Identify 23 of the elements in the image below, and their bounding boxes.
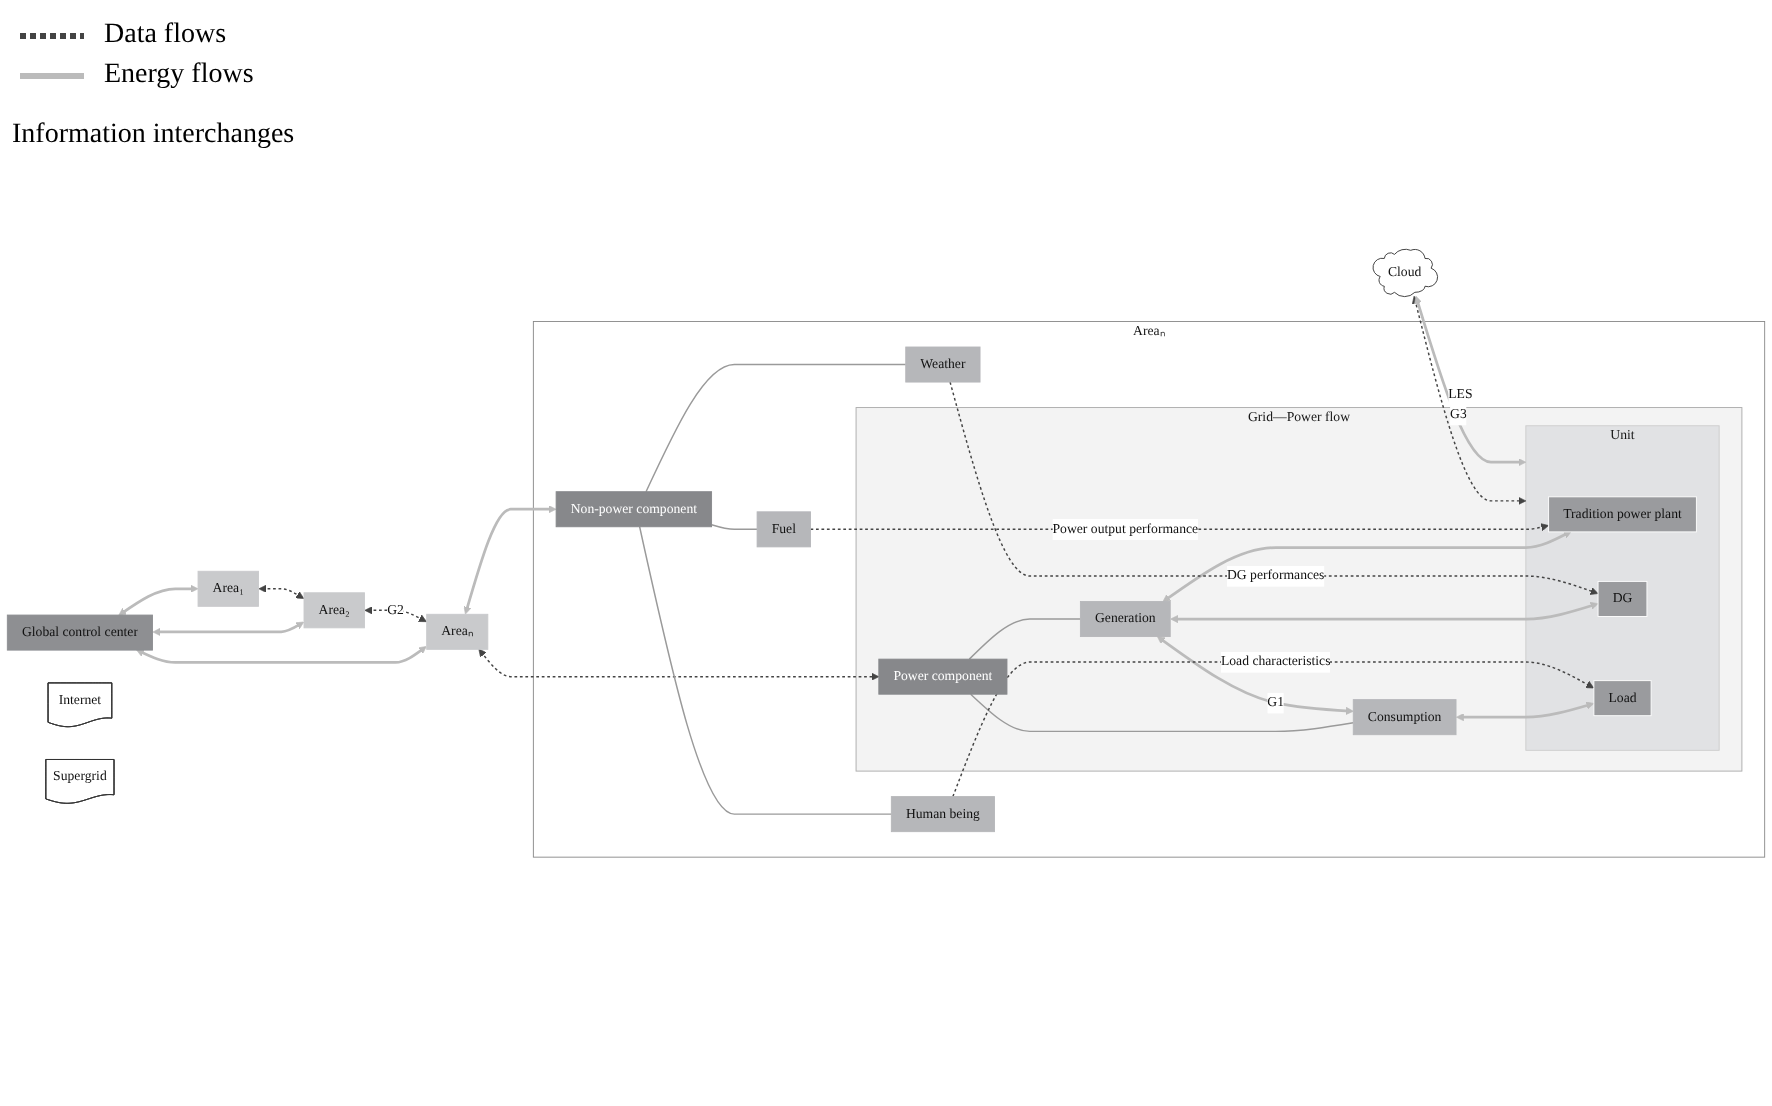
arrow [1170, 601, 1599, 623]
arrow [478, 648, 880, 681]
arrow [1411, 295, 1527, 505]
arrow [952, 661, 1595, 798]
arrow [364, 606, 427, 622]
legend-text: Energy flows [104, 60, 254, 92]
note-text: Information interchanges [12, 120, 297, 152]
connector [638, 525, 893, 815]
connector [970, 693, 1354, 732]
connector [968, 618, 1082, 660]
arrow [1156, 635, 1354, 715]
connector [645, 363, 907, 493]
arrow [1456, 701, 1595, 721]
arrow [1162, 530, 1572, 602]
arrow [152, 621, 305, 636]
arrow [463, 505, 557, 615]
arrow [136, 645, 427, 664]
connector [710, 523, 758, 530]
arrow [258, 584, 305, 599]
arrow [949, 381, 1599, 595]
arrow [1414, 295, 1527, 466]
arrow [118, 584, 199, 616]
legend-text: Data flows [104, 20, 227, 52]
